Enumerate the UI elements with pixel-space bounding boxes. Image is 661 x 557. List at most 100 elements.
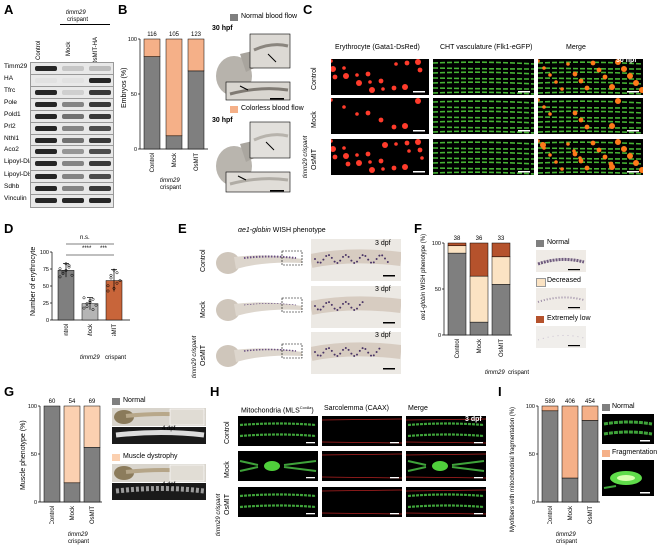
bar-segment — [469, 321, 489, 336]
bar-segment — [83, 447, 101, 503]
b-group: timm29 — [160, 178, 180, 184]
bar-segment — [541, 405, 559, 412]
data-point — [70, 273, 74, 277]
data-point — [85, 302, 89, 306]
micrograph-cell — [405, 486, 487, 518]
count-label: 54 — [69, 399, 76, 405]
micrograph-cell — [321, 486, 403, 518]
blot-row-label: Prl2 — [4, 123, 16, 130]
blot-band — [35, 66, 57, 72]
blot-band — [35, 173, 57, 179]
micrograph-cell — [310, 331, 402, 375]
bar-segment — [187, 38, 205, 72]
g-group: timm29 — [68, 532, 88, 538]
y-tick-label: 0 — [46, 318, 49, 324]
x-tick-label: OsMIT — [112, 324, 118, 336]
blot-band — [89, 138, 111, 144]
y-tick-label: 100 — [526, 404, 535, 410]
d-group-suffix: crispant — [105, 355, 127, 361]
e-title-gene: αe1-globin — [238, 227, 271, 234]
blot-box — [30, 134, 114, 149]
b-hpf-2: 30 hpf — [212, 117, 233, 124]
a-crispant-line — [60, 24, 110, 25]
bar-segment — [541, 410, 559, 503]
data-point — [94, 303, 98, 307]
h-col1-sup: Cox8a — [299, 405, 312, 410]
g-dpf-2: 4 dpf — [162, 482, 176, 488]
data-point — [88, 299, 92, 303]
bar-segment — [43, 405, 61, 503]
blot-band — [62, 138, 84, 144]
micrograph-cell — [321, 415, 403, 447]
count-label: 116 — [147, 32, 157, 38]
bar-segment — [165, 38, 183, 137]
x-tick-label: Mock — [172, 152, 178, 167]
blot-row-label: Aco2 — [4, 146, 19, 154]
bar-segment — [561, 477, 579, 503]
g-embryo-normal — [112, 408, 206, 444]
d-ns: n.s. — [80, 235, 90, 241]
micrograph-cell — [310, 285, 402, 329]
blot-band — [62, 173, 84, 179]
blot-band — [62, 161, 84, 167]
g-group-suffix: crispant — [68, 539, 90, 545]
blot-band — [89, 66, 111, 72]
blot-box — [30, 193, 114, 208]
bar-segment — [447, 245, 467, 254]
data-point — [106, 284, 110, 288]
x-tick-label: Control — [455, 339, 461, 358]
e-dpf-label: 3 dpf — [375, 240, 391, 247]
blot-band — [35, 126, 57, 131]
x-tick-label: Mock — [70, 505, 76, 520]
data-point — [61, 270, 65, 274]
c-row-mock: Mock — [311, 111, 318, 128]
blot-row-label: Sdhb — [4, 182, 20, 190]
h-row-osmit: OsMIT — [224, 494, 231, 515]
micrograph-cell — [213, 331, 307, 375]
blot-band — [62, 101, 84, 107]
micrograph-cell — [537, 97, 644, 135]
y-tick-label: 100 — [28, 404, 37, 410]
bar-segment — [187, 70, 205, 150]
blot-band — [35, 161, 57, 167]
h-col2-title: Sarcolemma (CAAX) — [324, 405, 389, 412]
count-label: 123 — [191, 32, 202, 38]
x-tick-label: Control — [64, 324, 70, 336]
b-ylabel: Embryos (%) — [121, 67, 128, 108]
blot-row: Pole — [4, 97, 114, 112]
count-label: 454 — [585, 399, 596, 405]
blot-band — [89, 197, 111, 203]
count-label: 36 — [476, 236, 483, 242]
blot-band — [89, 78, 111, 84]
b-legend-colorless: Colorless blood flow — [241, 105, 304, 112]
x-tick-label: OsMIT — [90, 506, 96, 524]
bar-segment — [165, 135, 183, 150]
x-tick-label: Mock — [477, 338, 483, 353]
micrograph-cell — [310, 238, 402, 282]
y-tick-label: 0 — [532, 500, 535, 506]
micrograph-cell — [330, 58, 430, 96]
data-point — [61, 272, 65, 276]
h-col1-end: ) — [311, 407, 314, 415]
b-hpf: 30 hpf — [212, 25, 233, 32]
count-label: 33 — [498, 236, 505, 242]
b-embryo-colorless — [210, 116, 292, 196]
data-point — [64, 262, 68, 266]
data-point — [109, 273, 113, 277]
micrograph-cell — [405, 450, 487, 482]
blot-band — [62, 126, 84, 131]
panel-label-i: I — [498, 384, 502, 399]
count-label: 589 — [545, 399, 556, 405]
blot-band — [89, 89, 111, 95]
blot-row: Sdhb — [4, 181, 114, 196]
count-label: 406 — [565, 399, 576, 405]
blot-row: Aco2 — [4, 145, 114, 160]
f-ylabel: αe1-globin WISH phenotype (%) — [421, 234, 427, 320]
y-tick-label: 50 — [435, 287, 441, 293]
a-crispant-title: timm29 — [66, 10, 86, 16]
data-point — [115, 281, 119, 285]
data-point — [112, 268, 116, 272]
x-tick-label: Mock — [568, 505, 574, 520]
e-row-osmit: OsMIT — [200, 345, 207, 366]
